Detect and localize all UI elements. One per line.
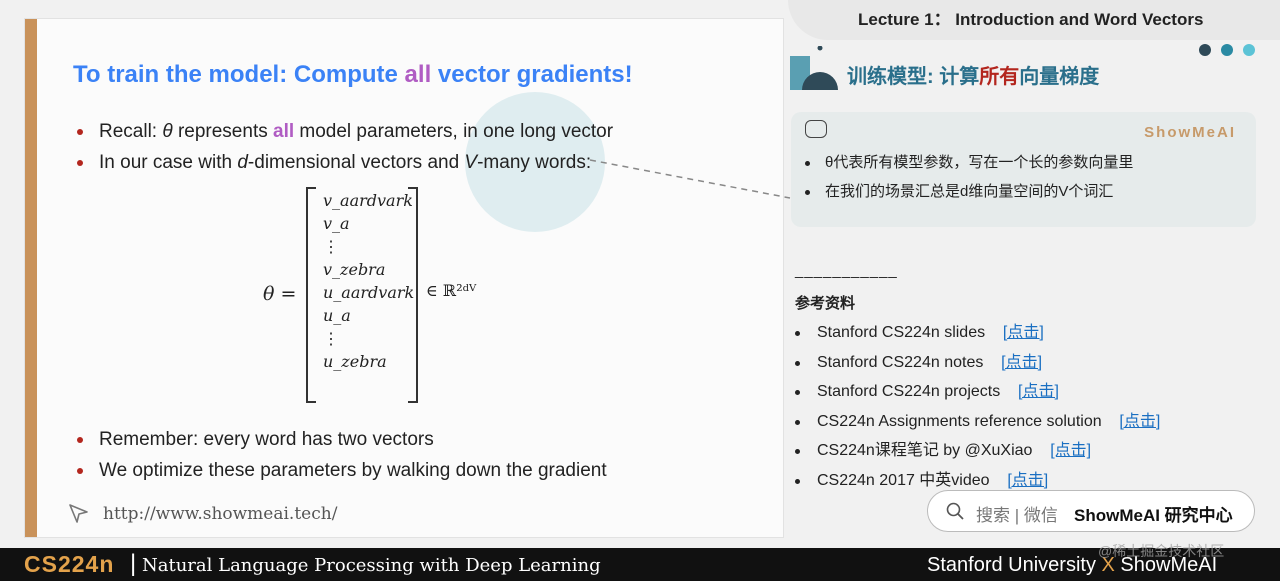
- vector-entry: u_zebra: [323, 352, 387, 371]
- vector-entry: ⋮: [323, 329, 339, 348]
- slide-title: To train the model: Compute all vector g…: [73, 61, 633, 88]
- reference-link[interactable]: [点击]: [1018, 383, 1059, 401]
- vector-entry: v_zebra: [323, 260, 386, 279]
- search-placeholder: 搜索 | 微信: [976, 506, 1058, 525]
- search-icon: [946, 502, 964, 520]
- reference-link[interactable]: [点击]: [1002, 324, 1044, 341]
- reference-link[interactable]: [点击]: [1007, 471, 1049, 489]
- references-title: 参考资料: [795, 295, 856, 312]
- reference-link[interactable]: [点击]: [1001, 353, 1043, 371]
- bullet-list-bottom: Remember: every word has two vectors We …: [75, 424, 607, 486]
- search-brand: ShowMeAI 研究中心: [1074, 506, 1233, 525]
- note-item: θ代表所有模型参数，写在一个长的参数向量里: [801, 148, 1133, 177]
- watermark: @稀土掘金技术社区: [1098, 543, 1225, 559]
- dot-dark: [1199, 44, 1211, 56]
- reference-link[interactable]: [点击]: [1119, 412, 1161, 430]
- vector-entry: v_aardvark: [323, 191, 413, 210]
- lecture-title: Lecture 1： Introduction and Word Vectors: [858, 10, 1204, 29]
- bracket-left: [306, 187, 316, 403]
- reference-item: CS224n课程笔记 by @XuXiao [点击]: [795, 436, 1160, 466]
- section-deco-icon: [790, 46, 838, 90]
- reference-item: CS224n 2017 中英video [点击]: [795, 466, 1160, 496]
- bullet-dimensions: In our case with d-dimensional vectors a…: [75, 147, 613, 178]
- vector-entry: ⋮: [323, 237, 339, 256]
- section-title: 训练模型: 计算所有向量梯度: [847, 66, 1100, 88]
- reference-item: CS224n Assignments reference solution [点…: [795, 407, 1160, 437]
- vector-entry: u_aardvark: [323, 283, 415, 302]
- course-subtitle: Natural Language Processing with Deep Le…: [142, 555, 601, 576]
- bullet-recall: Recall: θ represents all model parameter…: [75, 116, 613, 147]
- brand-label: ShowMeAI: [1144, 124, 1236, 141]
- reference-link[interactable]: [点击]: [1050, 442, 1092, 460]
- bullet-two-vectors: Remember: every word has two vectors: [75, 424, 607, 455]
- references-list: Stanford CS224n slides [点击] Stanford CS2…: [795, 318, 1160, 496]
- vector-entries: v_aardvark v_a ⋮ v_zebra u_aardvark u_a …: [323, 189, 414, 373]
- header-band: [788, 0, 1280, 40]
- notes-box: ShowMeAI θ代表所有模型参数，写在一个长的参数向量里 在我们的场景汇总是…: [791, 112, 1256, 227]
- dot-light: [1243, 44, 1255, 56]
- robot-icon: [805, 120, 827, 138]
- theta-formula: θ = v_aardvark v_a ⋮ v_zebra u_aardvark …: [263, 187, 543, 407]
- note-item: 在我们的场景汇总是d维向量空间的V个词汇: [801, 177, 1133, 206]
- slide-url-link[interactable]: http://www.showmeai.tech/: [103, 504, 338, 524]
- dot-teal: [1221, 44, 1233, 56]
- slide-accent-bar: [25, 19, 37, 537]
- bullet-list-top: Recall: θ represents all model parameter…: [75, 116, 613, 178]
- course-code: CS224n: [24, 551, 115, 577]
- bullet-optimize: We optimize these parameters by walking …: [75, 455, 607, 486]
- reference-item: Stanford CS224n slides [点击]: [795, 318, 1160, 348]
- magnifier-lens: [465, 92, 605, 232]
- separator: ___________: [795, 262, 898, 279]
- vector-entry: v_a: [323, 214, 350, 233]
- footer-credit: Stanford University X ShowMeAI: [927, 554, 1218, 576]
- notes-list: θ代表所有模型参数，写在一个长的参数向量里 在我们的场景汇总是d维向量空间的V个…: [801, 148, 1133, 206]
- reference-item: Stanford CS224n notes [点击]: [795, 348, 1160, 378]
- footer-bar: CS224n | Natural Language Processing wit…: [0, 548, 1280, 581]
- footer-divider: |: [130, 550, 137, 577]
- reference-item: Stanford CS224n projects [点击]: [795, 377, 1160, 407]
- formula-set: ∈ ℝ²ᵈⱽ: [426, 281, 477, 300]
- slide-panel: To train the model: Compute all vector g…: [24, 18, 784, 538]
- search-box[interactable]: 搜索 | 微信 ShowMeAI 研究中心: [927, 490, 1255, 532]
- vector-entry: u_a: [323, 306, 351, 325]
- bracket-right: [408, 187, 418, 403]
- formula-lhs: θ =: [263, 283, 297, 305]
- cursor-icon: [69, 504, 88, 523]
